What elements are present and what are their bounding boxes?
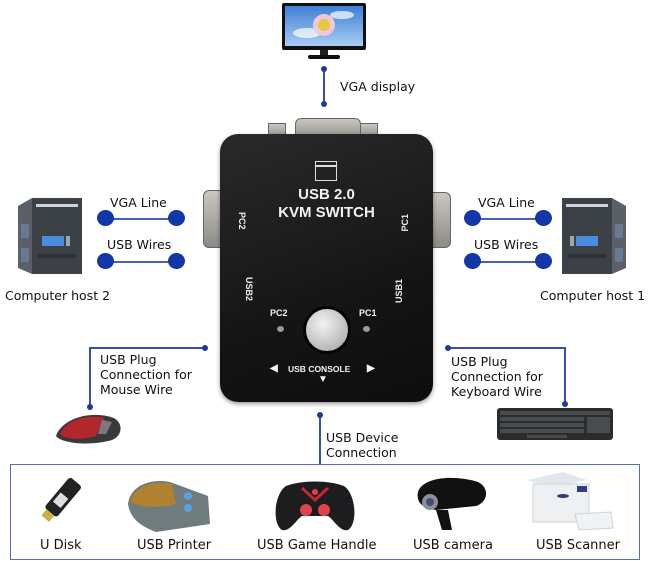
- keyboard-line-horizontal: [448, 347, 566, 349]
- right-vga-line-label: VGA Line: [478, 195, 535, 210]
- led-pc2: [277, 326, 284, 332]
- vga-port-pc1: [431, 192, 451, 248]
- device-label-usb-printer: USB Printer: [137, 538, 212, 553]
- connector-dot: [317, 412, 323, 418]
- keyboard-connection-label: USB Plug Connection for Keyboard Wire: [451, 354, 543, 399]
- kvm-title-line2: KVM SWITCH: [278, 204, 375, 221]
- left-vga-wire: [105, 218, 175, 220]
- right-usb-wire: [472, 261, 542, 263]
- usb-device-connection-label: USB Device Connection: [326, 430, 399, 460]
- computer-host-2-label: Computer host 2: [5, 288, 111, 303]
- connector-dot: [464, 210, 481, 226]
- led-label-pc1: PC1: [359, 308, 377, 318]
- left-usb-wire: [105, 261, 175, 263]
- scanner-icon: [523, 470, 615, 532]
- mouse-line-vertical: [89, 347, 91, 407]
- device-label-usb-camera: USB camera: [413, 538, 493, 553]
- connector-dot: [87, 404, 93, 410]
- port-label-pc1: PC1: [400, 214, 410, 232]
- connector-dot: [464, 253, 481, 269]
- connector-dot: [202, 345, 208, 351]
- computer-tower-icon: [18, 196, 82, 276]
- printer-icon: [126, 474, 220, 534]
- left-vga-line-label: VGA Line: [110, 195, 167, 210]
- port-label-usb1: USB1: [394, 279, 404, 304]
- monitor-icon: [282, 3, 366, 61]
- switch-button[interactable]: [303, 306, 351, 354]
- led-pc1: [363, 326, 370, 332]
- port-label-pc2: PC2: [237, 212, 247, 230]
- device-label-usb-scanner: USB Scanner: [536, 538, 621, 553]
- connector-dot: [168, 253, 185, 269]
- usb-device-line: [319, 416, 321, 464]
- arrow-down-icon: ▼: [318, 374, 328, 385]
- connector-dot: [321, 66, 327, 72]
- usb-flash-drive-icon: [32, 474, 88, 528]
- connector-dot: [321, 101, 327, 107]
- mouse-connection-label: USB Plug Connection for Mouse Wire: [100, 352, 192, 397]
- connector-dot: [97, 210, 114, 226]
- connector-dot: [97, 253, 114, 269]
- keyboard-icon: [497, 408, 613, 442]
- connector-dot: [445, 345, 451, 351]
- arrow-right-icon: ▶: [367, 363, 375, 374]
- vga-display-line: [323, 69, 325, 104]
- port-label-usb2: USB2: [244, 277, 254, 302]
- mouse-line-horizontal: [89, 347, 205, 349]
- connector-dot: [562, 401, 568, 407]
- computer-tower-icon: [562, 196, 626, 276]
- right-usb-wires-label: USB Wires: [474, 237, 539, 252]
- left-usb-wires-label: USB Wires: [107, 237, 172, 252]
- computer-host-1-label: Computer host 1: [540, 288, 646, 303]
- kvm-logo-icon: [315, 161, 337, 181]
- device-label-usb-game-handle: USB Game Handle: [257, 538, 377, 553]
- connector-dot: [168, 210, 185, 226]
- arrow-left-icon: ◀: [270, 363, 278, 374]
- led-label-pc2: PC2: [270, 308, 288, 318]
- connector-dot: [535, 210, 552, 226]
- kvm-switch: USB 2.0 KVM SWITCH PC2 PC1 USB2 USB1 PC2…: [220, 134, 433, 402]
- device-label-u-disk: U Disk: [40, 538, 82, 553]
- connector-dot: [535, 253, 552, 269]
- keyboard-line-vertical: [564, 347, 566, 404]
- webcam-icon: [412, 474, 492, 532]
- gamepad-icon: [272, 480, 358, 532]
- right-vga-wire: [472, 218, 542, 220]
- console-label: USB CONSOLE: [288, 364, 351, 374]
- vga-display-label: VGA display: [340, 79, 416, 94]
- kvm-title-line1: USB 2.0: [298, 186, 355, 203]
- mouse-icon: [52, 410, 124, 444]
